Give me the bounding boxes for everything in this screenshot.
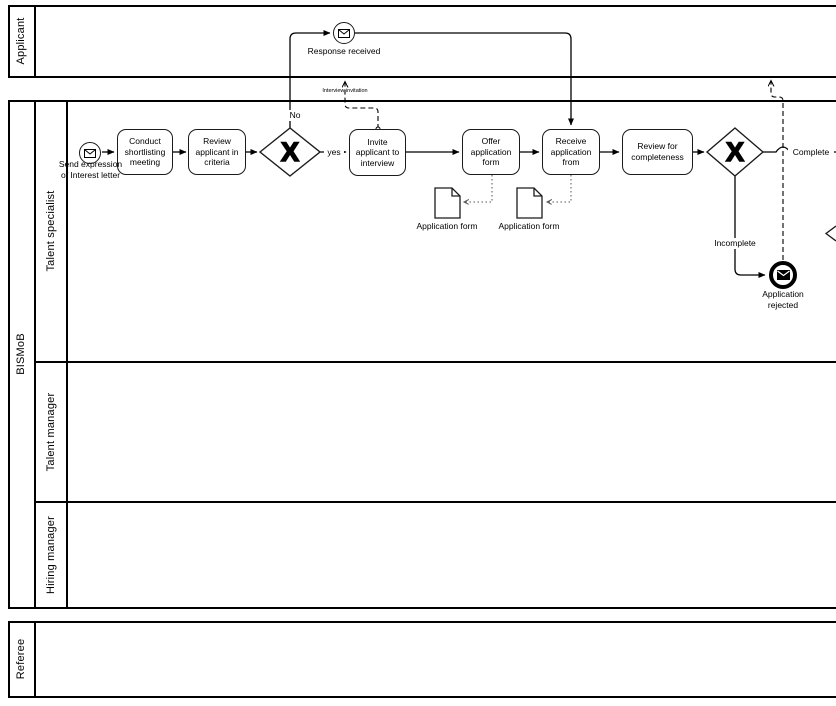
pool-applicant-label-divider <box>34 7 36 76</box>
flow-response-to-receive <box>355 32 574 126</box>
flow-gateway1-no-to-response <box>289 30 331 128</box>
task-receive-application-from[interactable]: Receive application from <box>542 129 600 175</box>
label-flow-yes: yes <box>324 147 344 159</box>
task-label: Review applicant in criteria <box>195 136 239 168</box>
label-start-event: Send expression of Interest letter <box>58 159 123 181</box>
task-review-for-completeness[interactable]: Review for completeness <box>622 129 693 175</box>
task-label: Conduct shortlisting meeting <box>124 136 166 168</box>
lane-label-divider <box>66 102 68 607</box>
gateway-exclusive-2[interactable] <box>705 127 765 177</box>
lane-divider-1 <box>35 361 836 363</box>
message-flow-rejection-to-applicant <box>771 81 784 260</box>
flow-gateway2-incomplete-to-rejected <box>734 176 766 278</box>
gateway-fragment-right-edge <box>824 225 836 242</box>
pool-bismob <box>8 100 836 609</box>
gateway-exclusive-1[interactable] <box>258 127 322 177</box>
pool-applicant <box>8 5 836 78</box>
association-receive-to-form2 <box>547 175 572 202</box>
task-offer-application-form[interactable]: Offer application form <box>462 129 520 175</box>
task-label: Offer application form <box>470 136 512 168</box>
label-flow-incomplete: Incomplete <box>710 238 760 250</box>
pool-referee-label-divider <box>34 623 36 696</box>
start-event-message[interactable] <box>79 142 101 164</box>
label-interview-invitation: Interview invitation <box>322 88 368 94</box>
association-offer-to-form1 <box>464 175 493 202</box>
label-application-rejected: Application rejected <box>762 289 804 311</box>
message-envelope-icon <box>84 148 96 158</box>
lane-divider-2 <box>35 501 836 503</box>
label-application-form-1: Application form <box>416 221 478 231</box>
pool-referee <box>8 621 836 698</box>
message-envelope-icon-filled <box>776 270 790 280</box>
data-object-application-form-1[interactable] <box>434 187 461 219</box>
label-flow-complete: Complete <box>788 147 834 159</box>
pool-bismob-label-divider <box>34 102 36 607</box>
label-flow-no: No <box>285 110 305 122</box>
task-invite-applicant-to-interview[interactable]: Invite applicant to interview <box>349 129 406 176</box>
gateway1-x-marker: X <box>280 136 300 168</box>
gateway2-x-marker: X <box>725 136 745 168</box>
label-application-form-2: Application form <box>498 221 560 231</box>
data-object-application-form-2[interactable] <box>516 187 543 219</box>
task-label: Invite applicant to interview <box>355 136 400 168</box>
task-label: Receive application from <box>550 136 592 168</box>
task-conduct-shortlisting-meeting[interactable]: Conduct shortlisting meeting <box>117 129 173 175</box>
task-label: Review for completeness <box>631 141 684 162</box>
label-response-received: Response received <box>307 46 381 56</box>
intermediate-event-response-received[interactable] <box>333 22 355 44</box>
end-event-application-rejected[interactable] <box>769 261 797 289</box>
task-review-applicant-in-criteria[interactable]: Review applicant in criteria <box>188 129 246 175</box>
message-flow-interview-invitation <box>345 82 379 129</box>
message-envelope-icon <box>338 28 350 38</box>
